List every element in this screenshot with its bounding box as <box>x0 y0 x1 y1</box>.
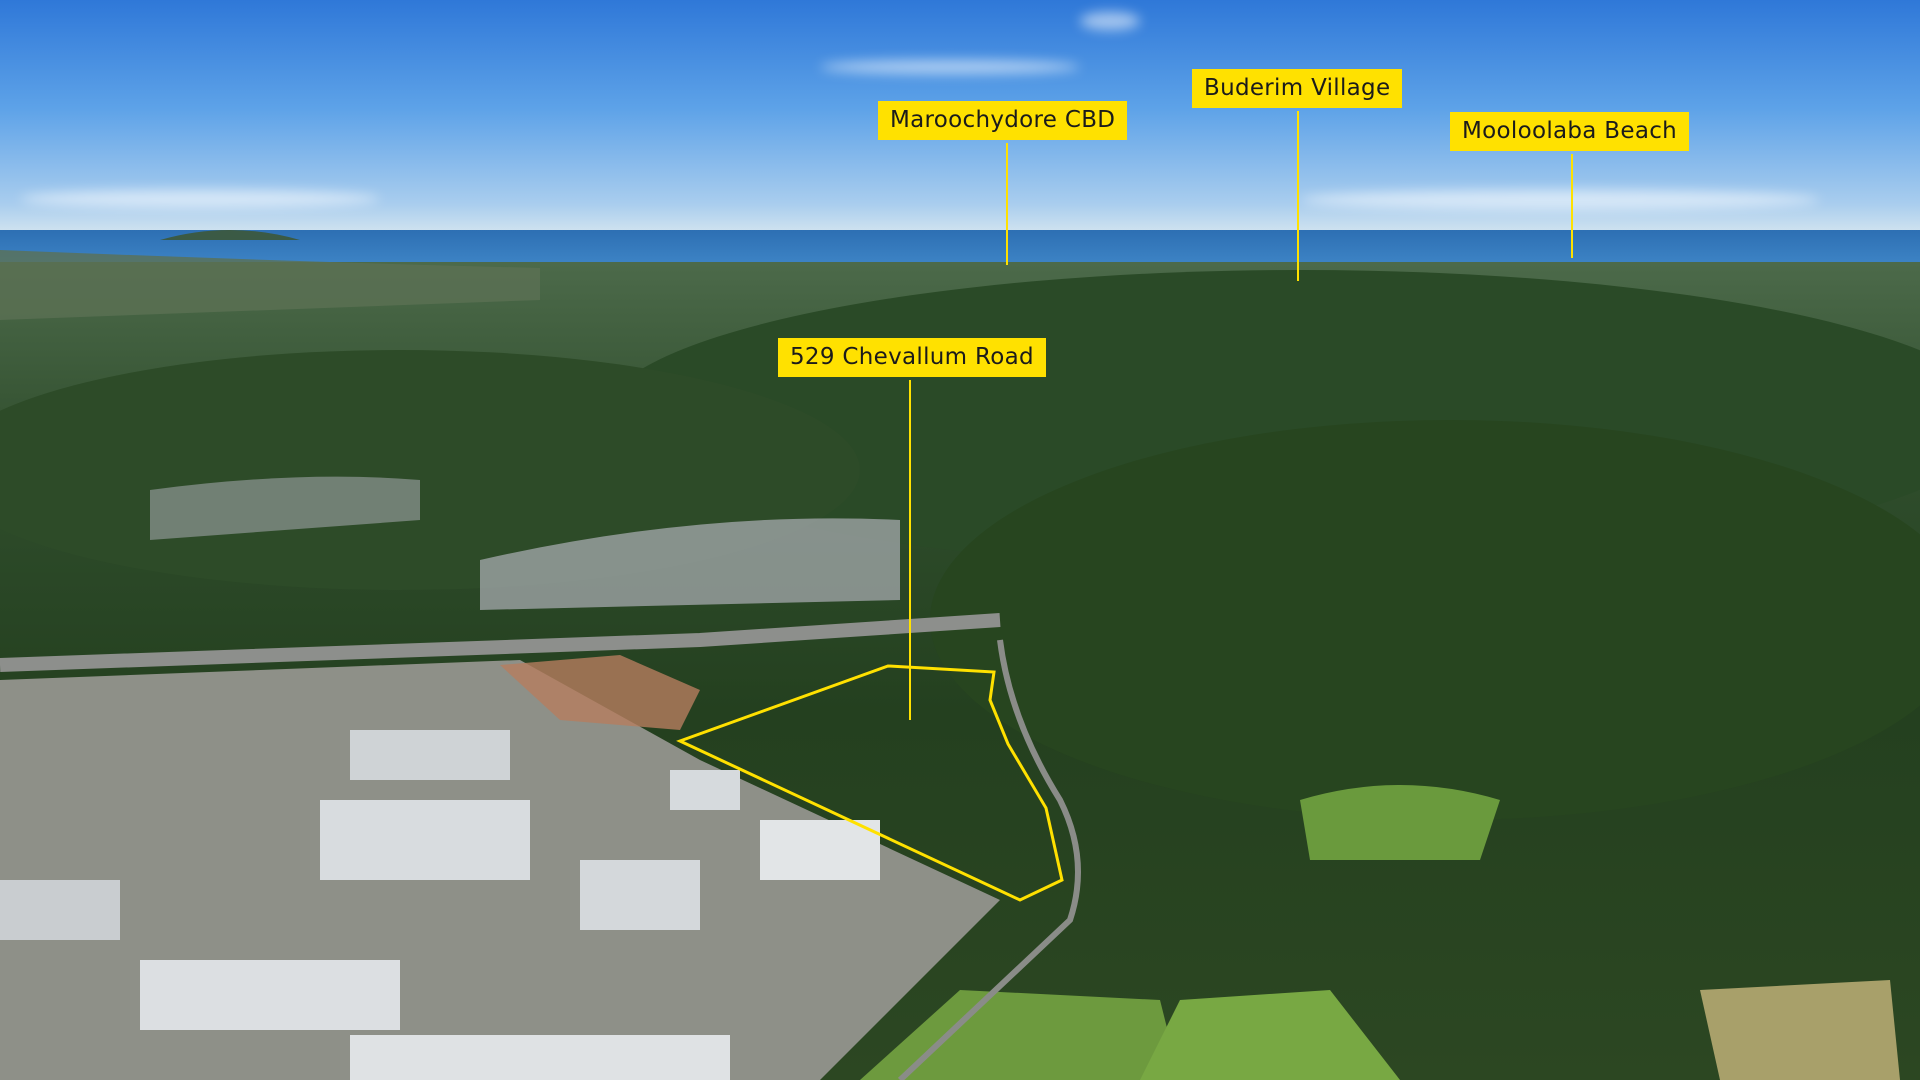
chevallum-road <box>897 639 1081 1080</box>
mooloolaba-pointer-line <box>1571 154 1573 258</box>
maroochydore-cbd-label: Maroochydore CBD <box>878 101 1128 140</box>
forest-ridge <box>930 420 1920 820</box>
residential-estate <box>480 518 900 610</box>
buderim-village-label: Buderim Village <box>1192 69 1403 108</box>
cloud <box>20 190 380 208</box>
motorway <box>0 613 1001 672</box>
paddock <box>1700 980 1900 1080</box>
maroochydore-pointer-line <box>1006 143 1008 265</box>
paddock <box>1300 785 1500 860</box>
warehouse-roof <box>670 770 740 810</box>
cloud <box>1080 12 1140 30</box>
distant-plain <box>0 250 540 320</box>
paddock <box>860 990 1180 1080</box>
earthworks <box>500 655 700 730</box>
headland <box>160 230 300 240</box>
warehouse-roof <box>350 730 510 780</box>
site-pointer-line <box>909 380 911 720</box>
paddock <box>1140 990 1400 1080</box>
residential-estate <box>150 476 420 540</box>
warehouse-roof <box>760 820 880 880</box>
site-boundary <box>676 664 1064 902</box>
warehouse-roof <box>320 800 530 880</box>
warehouse-roof <box>0 880 120 940</box>
warehouse-roof <box>140 960 400 1030</box>
warehouse-roof <box>350 1035 730 1080</box>
mooloolaba-beach-label: Mooloolaba Beach <box>1450 112 1690 151</box>
warehouse-roof <box>580 860 700 930</box>
buderim-pointer-line <box>1297 111 1299 281</box>
site-address-label: 529 Chevallum Road <box>778 338 1046 377</box>
cloud <box>1300 190 1820 210</box>
cloud <box>820 60 1080 74</box>
